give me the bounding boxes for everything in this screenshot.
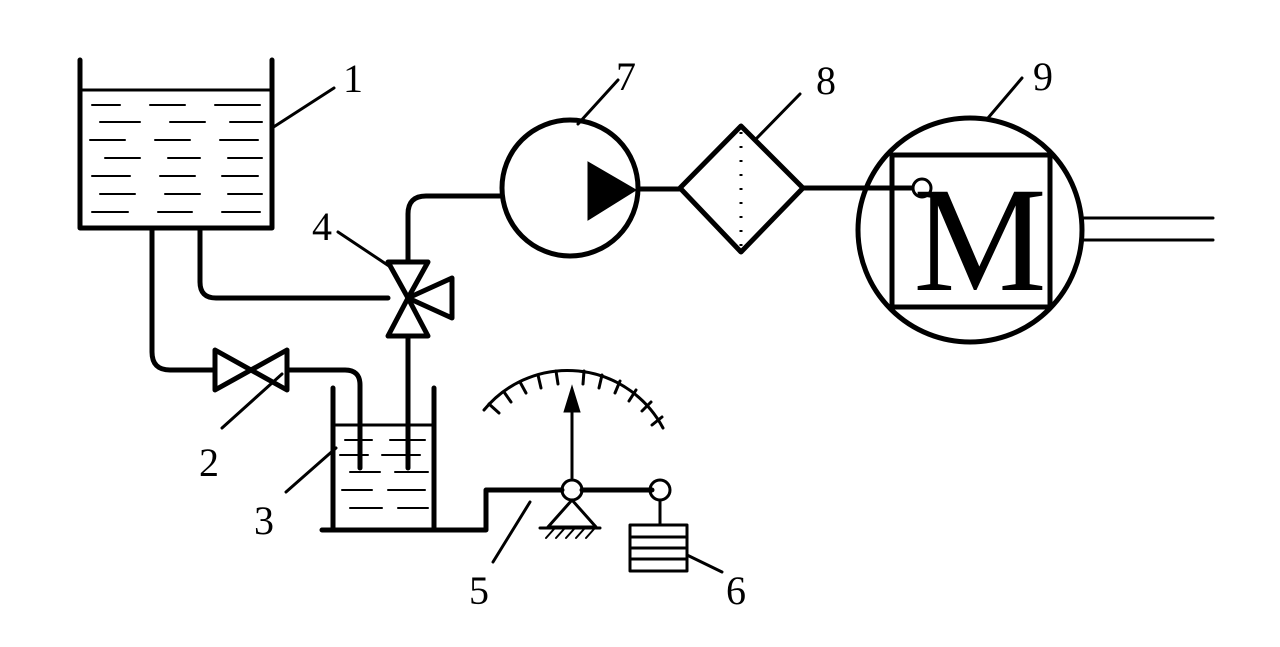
- label-9: 9: [1033, 54, 1053, 99]
- vessel-liquid-lines: [339, 439, 429, 509]
- pump-7: [499, 117, 641, 259]
- motor-9: M: [855, 115, 1085, 345]
- weight-6: [628, 478, 689, 573]
- pipe-valve2-to-vessel3: [284, 367, 363, 471]
- label-7: 7: [616, 54, 636, 99]
- motor-letter: M: [913, 157, 1046, 323]
- filter-8: [677, 123, 806, 255]
- valve-2: [212, 347, 290, 393]
- label-6: 6: [726, 568, 746, 613]
- valve-4: [385, 259, 455, 339]
- label-1: 1: [343, 56, 363, 101]
- label-2: 2: [199, 440, 219, 485]
- tank-liquid-lines: [89, 104, 263, 213]
- pressure-gauge: [482, 368, 665, 480]
- label-8: 8: [816, 58, 836, 103]
- motor-shaft: [1080, 216, 1215, 242]
- leader-lines: [220, 76, 1024, 574]
- upper-tank: [77, 57, 275, 231]
- pipe-tank-to-valve2: [149, 225, 218, 373]
- pipe-tank-to-valve4: [197, 225, 391, 301]
- vessel-3: [330, 385, 437, 533]
- label-3: 3: [254, 498, 274, 543]
- pipe-valve4-to-pump7: [405, 193, 505, 265]
- label-5: 5: [469, 568, 489, 613]
- lever-5: [538, 478, 655, 539]
- label-4: 4: [312, 204, 332, 249]
- pipe-vessel3-to-lever: [319, 487, 565, 533]
- ground-hatch: [545, 528, 595, 539]
